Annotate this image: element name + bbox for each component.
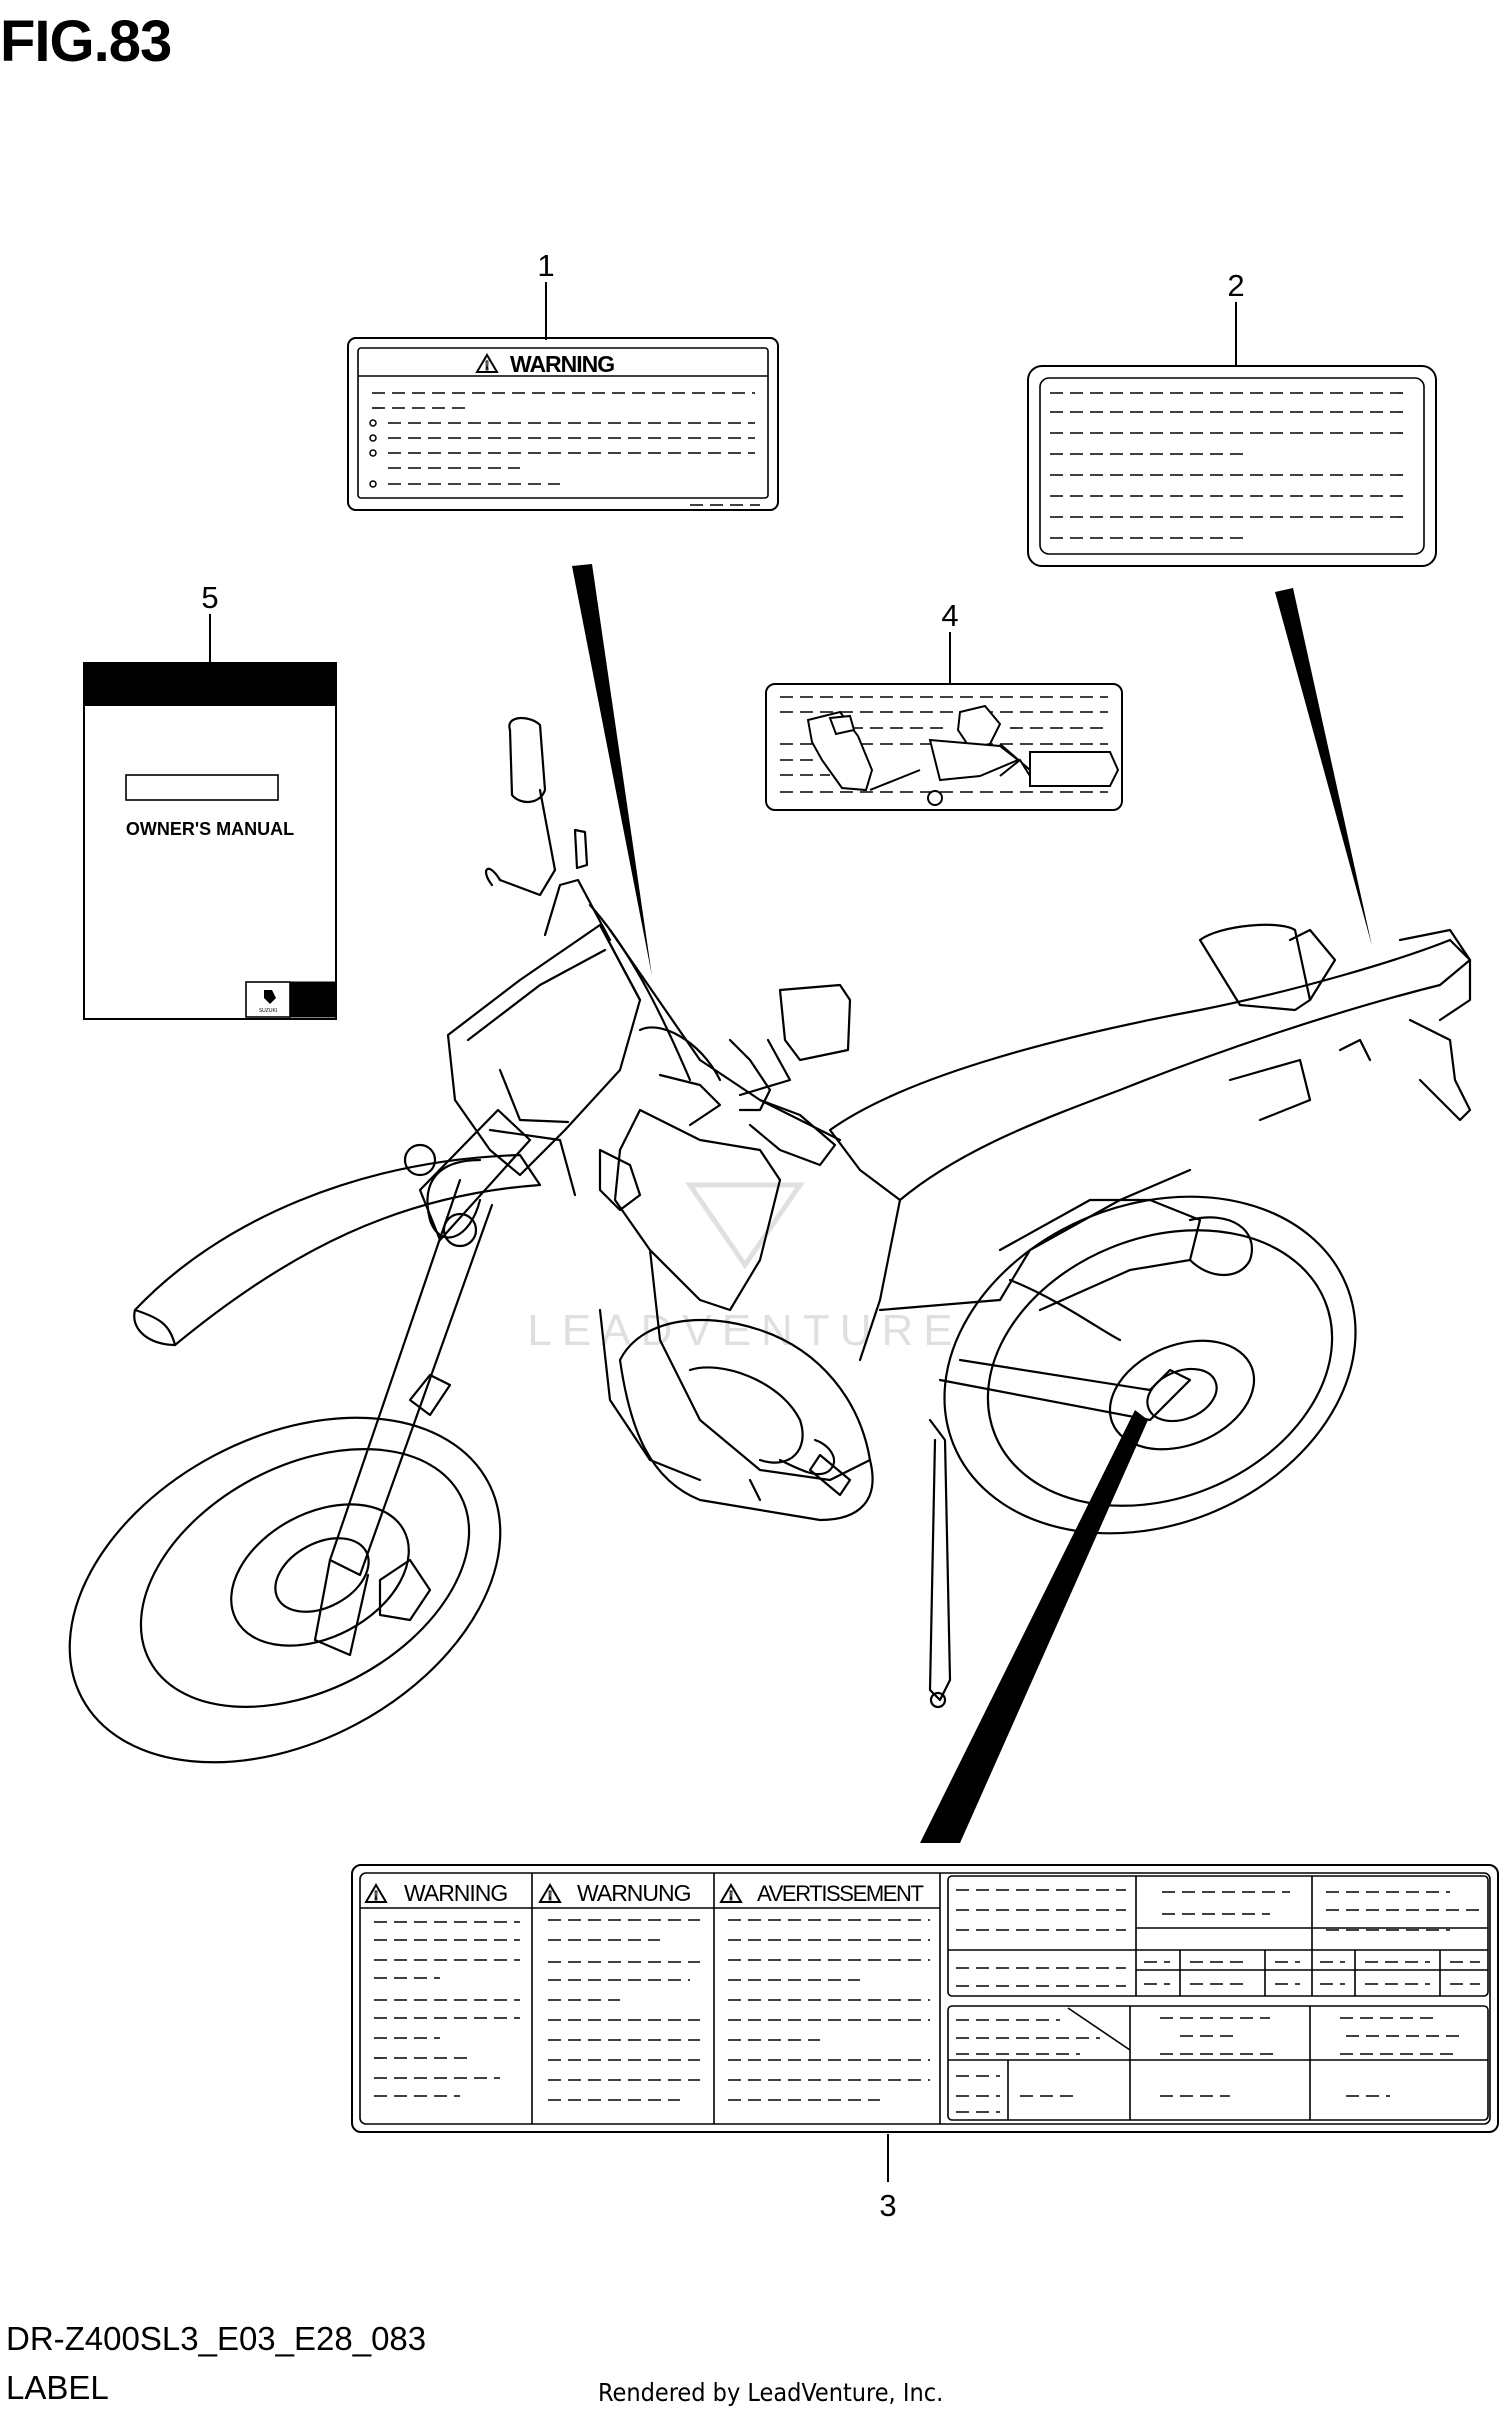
callout-number: 3: [879, 2188, 896, 2223]
pictogram-label-4: [765, 683, 1123, 811]
callout-number: 1: [537, 248, 554, 283]
heading-english: WARNING: [404, 1880, 507, 1906]
callout-number: 4: [941, 598, 958, 633]
motorcycle-drawing: [68, 717, 1472, 1764]
figure-title: FIG.83: [0, 9, 172, 74]
callout-number: 5: [201, 580, 218, 615]
manual-title: OWNER'S MANUAL: [126, 819, 294, 839]
brand-mark: SUZUKI: [259, 1008, 277, 1014]
owners-manual: OWNER'S MANUAL SUZUKI: [83, 662, 337, 1020]
pointer-wedges: [572, 564, 1372, 1843]
callout-1: 1: [537, 248, 555, 340]
callout-2: 2: [1227, 268, 1245, 366]
heading-french: AVERTISSEMENT: [757, 1881, 924, 1906]
warning-heading: WARNING: [510, 351, 614, 377]
callout-4: 4: [941, 598, 959, 684]
callout-number: 2: [1227, 268, 1244, 303]
leadventure-watermark: LEADVENTURE: [527, 1182, 962, 1355]
suzuki-logo-icon: [264, 990, 276, 1004]
rendered-by-credit: Rendered by LeadVenture, Inc.: [598, 2378, 944, 2407]
motorcycle-pictogram: [806, 704, 1120, 806]
section-label: LABEL: [6, 2369, 109, 2406]
warning-label-1: WARNING: [347, 337, 779, 511]
info-label-2: [1027, 365, 1437, 567]
watermark-text: LEADVENTURE: [527, 1306, 962, 1355]
callout-3: 3: [879, 2134, 897, 2223]
heading-german: WARNUNG: [577, 1880, 691, 1906]
multilang-warning-label-3: WARNING WARNUNG AVERTISSEMENT: [351, 1864, 1499, 2133]
callout-5: 5: [201, 580, 219, 663]
diagram-code: DR-Z400SL3_E03_E28_083: [6, 2320, 427, 2357]
